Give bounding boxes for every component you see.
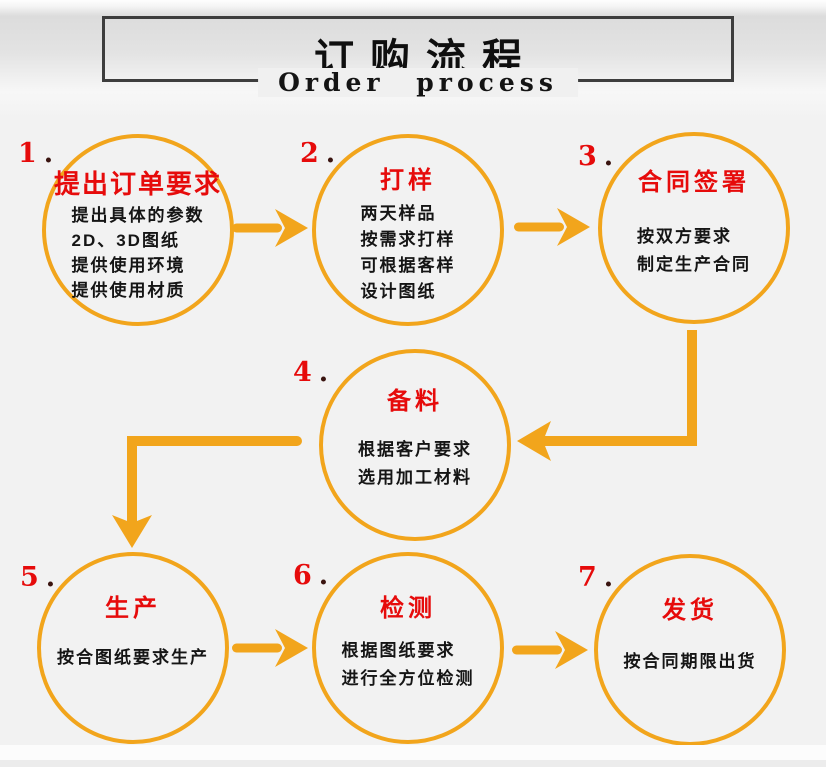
step-title: 生产: [105, 595, 161, 622]
arrow-step6-to-step7: [512, 631, 588, 669]
step-number-2: 2.: [300, 138, 335, 169]
step-number-2-dot: .: [325, 138, 336, 169]
arrow-step4-to-step5: [112, 436, 302, 548]
step-circle-order-requirements: 提出订单要求 提出具体的参数 2D、3D图纸 提供使用环境 提供使用材质: [42, 134, 234, 326]
step-line: 可根据客样: [360, 256, 456, 275]
step-lines: 根据客户要求 选用加工材料: [358, 436, 472, 492]
step-circle-material-preparation: 备料 根据客户要求 选用加工材料: [319, 349, 511, 541]
step-line: 按需求打样: [360, 230, 456, 249]
step-number-5-value: 5: [20, 562, 39, 593]
step-lines: 提出具体的参数 2D、3D图纸 提供使用环境 提供使用材质: [72, 203, 205, 303]
step-title: 提出订单要求: [53, 169, 222, 199]
step-number-6-value: 6: [293, 560, 312, 591]
step-number-7-value: 7: [578, 562, 597, 593]
step-circle-contract-signing: 合同签署 按双方要求 制定生产合同: [598, 132, 790, 324]
step-line: 设计图纸: [360, 282, 437, 301]
step-number-3: 3.: [578, 141, 613, 172]
step-number-7-dot: .: [603, 562, 614, 593]
step-number-6-dot: .: [318, 560, 329, 591]
step-number-4-value: 4: [293, 357, 312, 388]
step-line: 按合图纸要求生产: [57, 648, 209, 667]
step-lines: 按双方要求 制定生产合同: [637, 223, 751, 279]
step-lines: 按合图纸要求生产: [57, 645, 209, 671]
step-title: 打样: [380, 167, 436, 194]
step-number-4-dot: .: [318, 357, 329, 388]
step-circle-shipment: 发货 按合同期限出货: [594, 554, 786, 746]
step-number-6: 6.: [293, 560, 328, 591]
step-number-1: 1.: [18, 138, 53, 169]
step-number-3-value: 3: [578, 141, 597, 172]
step-number-5-dot: .: [45, 562, 56, 593]
step-line: 提供使用环境: [71, 256, 186, 275]
step-number-7: 7.: [578, 562, 613, 593]
step-circle-production: 生产 按合图纸要求生产: [37, 552, 229, 744]
step-line: 进行全方位检测: [341, 669, 475, 688]
header-title-box: 订购流程 Order process: [102, 16, 734, 97]
step-line: 制定生产合同: [637, 255, 751, 274]
bottom-white-band: [0, 745, 826, 760]
step-line: 按合同期限出货: [623, 652, 757, 671]
step-number-5: 5.: [20, 562, 55, 593]
step-title: 备料: [387, 388, 443, 415]
step-line: 提供使用材质: [71, 281, 186, 300]
step-title: 合同签署: [638, 169, 750, 196]
step-line: 2D、3D图纸: [71, 231, 180, 250]
top-gradient-band: [0, 0, 826, 118]
step-line: 根据客户要求: [358, 440, 472, 459]
step-number-3-dot: .: [603, 141, 614, 172]
bottom-gray-strip: [0, 760, 826, 767]
step-circle-sampling: 打样 两天样品 按需求打样 可根据客样 设计图纸: [312, 134, 504, 326]
step-number-2-value: 2: [300, 138, 319, 169]
step-lines: 两天样品 按需求打样 可根据客样 设计图纸: [361, 201, 456, 305]
arrow-step2-to-step3: [514, 208, 590, 246]
step-title: 发货: [662, 597, 718, 624]
step-number-1-value: 1: [18, 138, 37, 169]
page-subtitle: Order process: [258, 68, 578, 97]
step-title: 检测: [380, 595, 436, 622]
step-circle-inspection: 检测 根据图纸要求 进行全方位检测: [312, 552, 504, 744]
arrow-step5-to-step6: [232, 629, 308, 667]
step-lines: 根据图纸要求 进行全方位检测: [342, 637, 475, 693]
arrow-step3-to-step4: [517, 330, 697, 461]
step-line: 提出具体的参数: [71, 206, 205, 225]
step-number-4: 4.: [293, 357, 328, 388]
step-number-1-dot: .: [43, 138, 54, 169]
arrow-step1-to-step2: [232, 209, 308, 247]
step-line: 选用加工材料: [358, 468, 472, 487]
step-line: 两天样品: [360, 204, 437, 223]
step-line: 按双方要求: [637, 227, 732, 246]
step-lines: 按合同期限出货: [624, 649, 757, 675]
step-line: 根据图纸要求: [341, 641, 456, 660]
